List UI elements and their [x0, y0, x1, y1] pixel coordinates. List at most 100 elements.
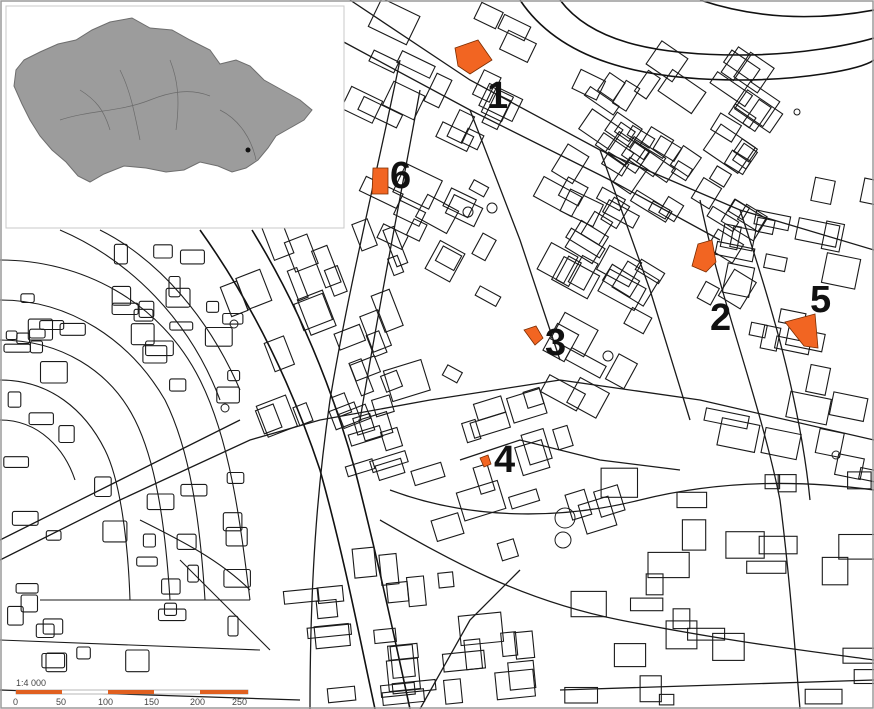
parcel	[480, 86, 515, 123]
parcel	[35, 623, 55, 639]
parcel	[842, 647, 874, 664]
site-label-5: 5	[810, 279, 831, 321]
parcel	[326, 685, 357, 704]
site-label-3: 3	[545, 322, 566, 364]
parcel	[392, 162, 444, 210]
parcel	[405, 218, 428, 242]
parcel	[550, 143, 590, 185]
parcel	[758, 535, 798, 555]
scale-tick-0: 0	[13, 697, 18, 707]
parcel	[550, 255, 601, 300]
parcel	[762, 253, 788, 273]
site-4-parcel[interactable]	[479, 454, 492, 468]
parcel	[3, 456, 30, 468]
parcel	[536, 241, 579, 285]
parcel	[647, 551, 690, 579]
parcel	[357, 95, 404, 129]
parcel	[235, 268, 273, 311]
parcel	[11, 510, 39, 526]
parcel	[351, 546, 378, 579]
parcel	[720, 198, 768, 242]
parcel	[385, 657, 422, 693]
parcel	[814, 427, 845, 459]
parcel	[39, 320, 65, 331]
parcel	[696, 280, 721, 306]
parcel	[498, 29, 538, 64]
parcel	[381, 688, 426, 707]
circle-markers	[220, 108, 841, 549]
parcel	[611, 260, 660, 307]
parcel	[306, 623, 353, 640]
parcel	[720, 46, 752, 82]
parcel	[472, 463, 496, 495]
parcel	[111, 285, 132, 306]
parcel	[714, 240, 756, 263]
site-1-parcel[interactable]	[454, 39, 493, 75]
parcel	[333, 323, 367, 351]
parcel	[620, 135, 667, 178]
parcel	[681, 519, 707, 551]
parcel	[328, 401, 362, 431]
parcel	[613, 121, 636, 143]
site-2-parcel[interactable]	[691, 239, 717, 273]
parcel	[157, 608, 187, 622]
parcel	[125, 649, 150, 673]
parcel	[557, 176, 589, 207]
parcel	[367, 0, 421, 46]
parcel	[596, 71, 626, 102]
parcel	[709, 112, 743, 143]
parcel	[310, 244, 342, 289]
parcel	[496, 538, 520, 562]
parcel	[368, 49, 400, 74]
parcel	[676, 491, 708, 509]
parcel	[712, 632, 745, 661]
parcel	[600, 151, 630, 177]
parcel	[601, 198, 641, 229]
parcel	[113, 243, 128, 265]
parcel	[216, 386, 240, 404]
parcel	[179, 249, 205, 265]
northern-river	[519, 0, 874, 81]
parcel	[577, 495, 618, 535]
parcel	[382, 358, 431, 403]
parcel	[725, 531, 765, 559]
parcel	[729, 225, 757, 252]
parcel	[338, 403, 372, 430]
parcel	[226, 471, 245, 484]
parcel	[283, 233, 319, 273]
scale-tick-200: 200	[190, 697, 205, 707]
parcel	[444, 193, 484, 228]
parcel	[500, 631, 519, 658]
site-3-parcel[interactable]	[523, 325, 544, 346]
parcel	[645, 573, 664, 596]
parcel	[634, 258, 666, 285]
parcel	[570, 590, 607, 618]
parcel	[142, 345, 168, 364]
parcel	[828, 391, 869, 423]
parcel	[481, 92, 512, 131]
parcel	[434, 245, 463, 272]
parcel	[657, 68, 707, 115]
parcel	[669, 144, 703, 178]
parcel	[414, 193, 460, 235]
site-5-parcel[interactable]	[784, 313, 819, 349]
parcel	[687, 627, 726, 641]
parcel	[286, 266, 309, 302]
parcel	[370, 394, 395, 418]
parcel	[626, 124, 656, 149]
parcel	[352, 412, 376, 436]
parcel	[821, 556, 849, 586]
site-6-parcel[interactable]	[371, 167, 389, 195]
parcel	[633, 69, 661, 100]
parcel	[629, 189, 673, 223]
parcel	[604, 353, 639, 390]
parcel	[468, 178, 490, 198]
parcel	[168, 275, 181, 298]
parcel	[293, 292, 334, 332]
parcel	[583, 85, 620, 116]
parcel	[359, 309, 393, 353]
scale-ratio: 1:4 000	[16, 678, 46, 688]
parcel	[838, 533, 874, 560]
parcel	[347, 424, 384, 447]
